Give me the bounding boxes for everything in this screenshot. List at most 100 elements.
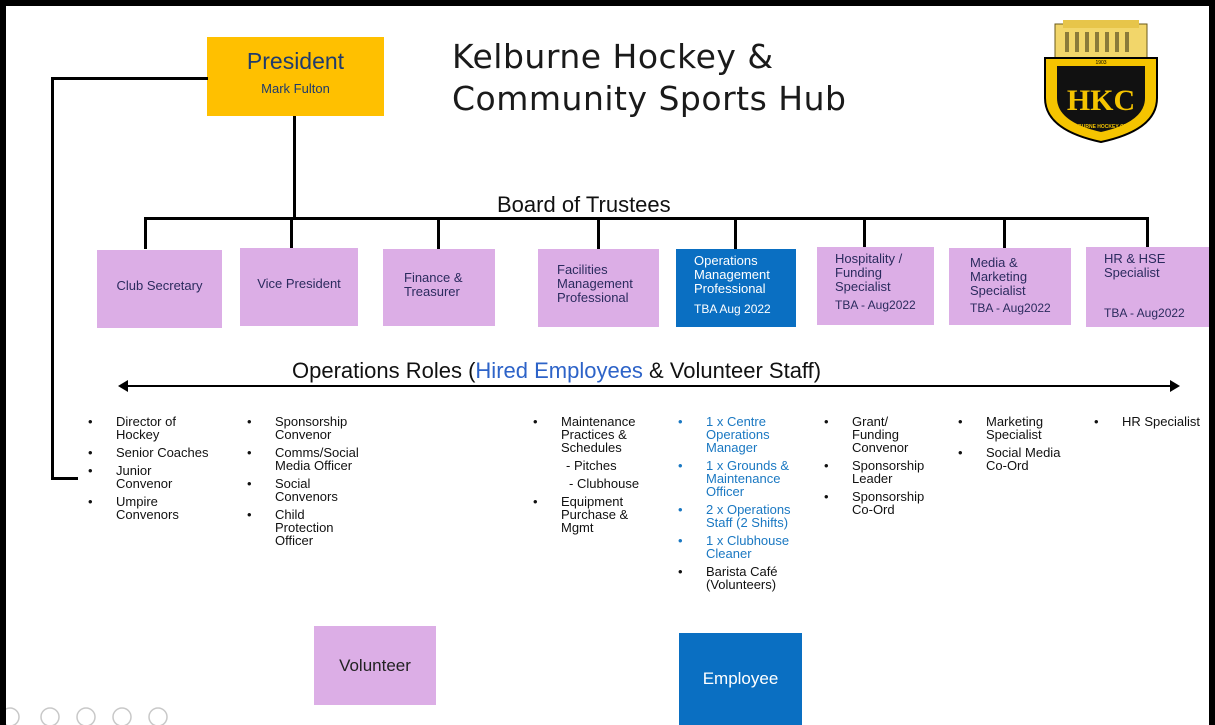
ops-heading-suffix: & Volunteer Staff) [642, 358, 822, 383]
drop-7 [1003, 217, 1006, 249]
president-role: President [246, 48, 345, 74]
trustee-hospitality-funding: Hospitality / Funding Specialist TBA - A… [817, 247, 934, 325]
list-item: •2 x Operations Staff (2 Shifts) [678, 502, 791, 530]
list-item: •Maintenance Practices & Schedules [533, 414, 636, 455]
list-item: •Grant/ Funding Convenor [824, 414, 909, 455]
legend-volunteer: Volunteer [314, 626, 436, 705]
trustee-label: Professional [557, 290, 629, 305]
pen-icon[interactable] [6, 707, 20, 725]
trustee-label: Specialist [970, 283, 1026, 298]
legend-employee: Employee [679, 633, 802, 725]
trustee-club-secretary: Club Secretary [97, 250, 222, 328]
trustee-label: Club Secretary [116, 278, 203, 293]
list-item: •Sponsorship Leader [824, 458, 925, 486]
title-line-1: Kelburne Hockey & [452, 37, 774, 76]
trustee-label: Marketing [970, 269, 1028, 284]
drop-2 [290, 217, 293, 249]
title-line-2: Community Sports Hub [452, 79, 847, 118]
operations-heading: Operations Roles (Hired Employees & Volu… [292, 358, 821, 384]
trustee-tba: TBA - Aug2022 [970, 301, 1051, 315]
drop-3 [437, 217, 440, 249]
club-logo: 1903 HKC KELBURNE HOCKEY CLUB [1044, 20, 1158, 144]
legend-employee-label: Employee [702, 669, 779, 688]
trustee-tba: TBA - Aug2022 [1104, 306, 1185, 320]
trustee-label: Facilities [557, 262, 608, 277]
list-item: •1 x Centre Operations Manager [678, 414, 770, 455]
list-item: - Clubhouse [569, 476, 640, 491]
list-item: •Director of Hockey [88, 414, 176, 442]
list-item: •Sponsorship Co-Ord [824, 489, 925, 517]
trustee-vice-president: Vice President [240, 248, 358, 326]
list-item: •Social Convenors [247, 476, 338, 504]
operations-arrow [118, 380, 1180, 392]
subtitles-icon[interactable] [112, 707, 132, 725]
roles-column-2: •Sponsorship Convenor •Comms/Social Medi… [247, 414, 385, 552]
trustee-operations-management: Operations Management Professional TBA A… [676, 249, 796, 327]
list-item: •Senior Coaches [88, 445, 209, 460]
trustee-hr-hse: HR & HSE Specialist TBA - Aug2022 [1086, 247, 1209, 327]
slides-icon[interactable] [40, 707, 60, 725]
trustee-finance-treasurer: Finance & Treasurer [383, 249, 495, 326]
trustee-media-marketing: Media & Marketing Specialist TBA - Aug20… [949, 248, 1071, 325]
roles-column-5: •Grant/ Funding Convenor •Sponsorship Le… [824, 414, 952, 521]
president-box: President Mark Fulton [207, 37, 384, 116]
drop-5 [734, 217, 737, 249]
trustee-label: Vice President [257, 276, 341, 291]
trustee-label: Management [557, 276, 633, 291]
logo-years: 1903 [1095, 60, 1106, 66]
list-item: •Social Media Co-Ord [958, 445, 1061, 473]
list-item: •Junior Convenor [88, 463, 173, 491]
board-label: Board of Trustees [497, 192, 671, 217]
trustee-tba: TBA - Aug2022 [835, 298, 916, 312]
zoom-icon[interactable] [76, 707, 96, 725]
list-item: •Umpire Convenors [88, 494, 179, 522]
trustee-label: Treasurer [404, 284, 460, 299]
trustee-label: Funding [835, 265, 882, 280]
roles-column-4: •1 x Centre Operations Manager •1 x Grou… [678, 414, 811, 596]
logo-club-name: KELBURNE HOCKEY CLUB [1068, 124, 1134, 130]
list-item: •1 x Grounds & Maintenance Officer [678, 458, 790, 499]
list-item: •Equipment Purchase & Mgmt [533, 494, 629, 535]
presentation-toolbar[interactable] [6, 703, 186, 725]
list-item: •HR Specialist [1094, 414, 1201, 429]
ops-heading-hired: Hired Employees [475, 358, 643, 383]
left-connector-top [51, 77, 208, 80]
trustee-facilities-management: Facilities Management Professional [538, 249, 659, 327]
roles-column-1: •Director of Hockey •Senior Coaches •Jun… [88, 414, 226, 526]
roles-column-7: •HR Specialist [1094, 414, 1214, 433]
drop-1 [144, 217, 147, 249]
board-bus-line [144, 217, 1149, 220]
list-item: •Marketing Specialist [958, 414, 1044, 442]
list-item: •Sponsorship Convenor [247, 414, 348, 442]
drop-8 [1146, 217, 1149, 249]
president-name: Mark Fulton [261, 81, 330, 96]
trustee-label: Management [694, 267, 770, 282]
roles-column-6: •Marketing Specialist •Social Media Co-O… [958, 414, 1086, 477]
list-item: •Barista Café (Volunteers) [678, 564, 778, 592]
drop-4 [597, 217, 600, 249]
list-item: - Pitches [566, 458, 617, 473]
trustee-label: Professional [694, 281, 766, 296]
trustee-label: Hospitality / [835, 251, 903, 266]
list-item: •1 x Clubhouse Cleaner [678, 533, 790, 561]
left-connector-vertical [51, 77, 54, 479]
trustee-label: Specialist [1104, 265, 1160, 280]
legend-volunteer-label: Volunteer [339, 655, 411, 675]
left-connector-bottom [51, 477, 78, 480]
more-options-icon[interactable] [148, 707, 168, 725]
trustee-tba: TBA Aug 2022 [694, 302, 771, 316]
trustee-label: Finance & [404, 270, 463, 285]
list-item: •Child Protection Officer [247, 507, 334, 548]
trustee-label: Specialist [835, 279, 891, 294]
roles-column-3: •Maintenance Practices & Schedules - Pit… [533, 414, 661, 539]
trustee-label: HR & HSE [1104, 251, 1166, 266]
page-title: Kelburne Hockey & Community Sports Hub [452, 36, 846, 120]
trustee-label: Operations [694, 253, 758, 268]
logo-initials: HKC [1067, 84, 1135, 117]
drop-6 [863, 217, 866, 249]
president-connector [293, 116, 296, 218]
ops-heading-prefix: Operations Roles ( [292, 358, 476, 383]
list-item: •Comms/Social Media Officer [247, 445, 359, 473]
trustee-label: Media & [970, 255, 1018, 270]
